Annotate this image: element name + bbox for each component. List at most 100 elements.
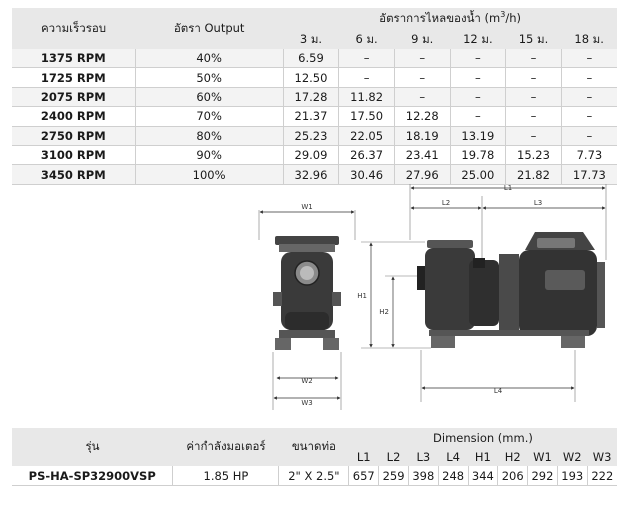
flow-cell: 23.41 bbox=[394, 145, 451, 166]
speed-cell: 2075 RPM bbox=[12, 87, 136, 108]
header-head-6m: 6 ม. bbox=[338, 30, 395, 49]
flow-cell: – bbox=[450, 87, 507, 108]
table-row: 2075 RPM 60% 17.28 11.82 – – – – bbox=[12, 87, 617, 108]
output-cell: 90% bbox=[135, 145, 284, 166]
flow-cell: 19.78 bbox=[450, 145, 507, 166]
flow-cell: – bbox=[394, 67, 451, 88]
table-row: 2750 RPM 80% 25.23 22.05 18.19 13.19 – – bbox=[12, 126, 617, 146]
flow-cell: – bbox=[505, 126, 562, 146]
flow-cell: – bbox=[505, 49, 562, 69]
flow-cell: – bbox=[394, 87, 451, 108]
header-l1: L1 bbox=[348, 447, 379, 466]
flow-cell: – bbox=[450, 67, 507, 88]
flow-cell: 11.82 bbox=[338, 87, 395, 108]
pump-dimension-drawing: W1 W2 W3 L1 L2 L3 L4 H1 H2 bbox=[258, 184, 607, 410]
flow-cell: – bbox=[561, 87, 617, 108]
header-w1: W1 bbox=[527, 447, 558, 466]
dimension-h2: H2 bbox=[379, 275, 417, 348]
table-row: 3450 RPM 100% 32.96 30.46 27.96 25.00 21… bbox=[12, 164, 617, 185]
dimension-w3: W3 bbox=[272, 352, 342, 410]
flow-cell: 7.73 bbox=[561, 145, 617, 166]
header-h2: H2 bbox=[497, 447, 528, 466]
header-head-9m: 9 ม. bbox=[394, 30, 451, 49]
table-row: PS-HA-SP32900VSP 1.85 HP 2" X 2.5" 657 2… bbox=[12, 466, 617, 486]
dimension-l1: L1 bbox=[409, 184, 607, 260]
dimension-l3: L3 bbox=[482, 199, 606, 210]
dim-cell: 344 bbox=[468, 466, 499, 486]
dim-cell: 222 bbox=[587, 466, 617, 486]
motor-cell: 1.85 HP bbox=[172, 466, 280, 486]
output-cell: 40% bbox=[135, 49, 284, 69]
svg-text:H2: H2 bbox=[379, 308, 389, 316]
dimension-w1: W1 bbox=[258, 203, 356, 240]
speed-cell: 1725 RPM bbox=[12, 67, 136, 88]
table-row: 3100 RPM 90% 29.09 26.37 23.41 19.78 15.… bbox=[12, 145, 617, 166]
flow-cell: – bbox=[561, 49, 617, 69]
speed-cell: 3450 RPM bbox=[12, 164, 136, 185]
flow-cell: 12.50 bbox=[283, 67, 340, 88]
speed-cell: 2750 RPM bbox=[12, 126, 136, 146]
flow-cell: – bbox=[505, 87, 562, 108]
flow-cell: 32.96 bbox=[283, 164, 340, 185]
dim-cell: 292 bbox=[527, 466, 558, 486]
flow-rate-table: ความเร็วรอบ อัตรา Output อัตราการไหลของน… bbox=[12, 8, 617, 185]
flow-cell: – bbox=[338, 49, 395, 69]
svg-text:L1: L1 bbox=[504, 184, 512, 192]
flow-cell: 6.59 bbox=[283, 49, 340, 69]
flow-cell: – bbox=[338, 67, 395, 88]
spec-table: รุ่น ค่ากำลังมอเตอร์ ขนาดท่อ Dimension (… bbox=[12, 428, 617, 486]
header-head-12m: 12 ม. bbox=[450, 30, 506, 49]
output-cell: 100% bbox=[135, 164, 284, 185]
flow-cell: 17.73 bbox=[561, 164, 617, 185]
speed-cell: 3100 RPM bbox=[12, 145, 136, 166]
output-cell: 70% bbox=[135, 106, 284, 127]
dimension-l4: L4 bbox=[420, 350, 576, 402]
flow-cell: 25.00 bbox=[450, 164, 507, 185]
svg-text:L2: L2 bbox=[442, 199, 450, 207]
svg-text:H1: H1 bbox=[357, 292, 367, 300]
header-w3: W3 bbox=[587, 447, 617, 466]
flow-cell: 12.28 bbox=[394, 106, 451, 127]
dimension-l2: L2 bbox=[410, 196, 483, 258]
table-row: 2400 RPM 70% 21.37 17.50 12.28 – – – bbox=[12, 106, 617, 127]
header-pipe: ขนาดท่อ bbox=[278, 428, 349, 466]
header-model: รุ่น bbox=[12, 428, 173, 466]
svg-text:L3: L3 bbox=[534, 199, 542, 207]
model-cell: PS-HA-SP32900VSP bbox=[12, 466, 174, 486]
output-cell: 50% bbox=[135, 67, 284, 88]
table-row: 1375 RPM 40% 6.59 – – – – – bbox=[12, 49, 617, 69]
flow-cell: 21.82 bbox=[505, 164, 562, 185]
header-w2: W2 bbox=[557, 447, 588, 466]
flow-cell: 26.37 bbox=[338, 145, 395, 166]
header-l4: L4 bbox=[438, 447, 468, 466]
flow-cell: – bbox=[450, 106, 507, 127]
pipe-cell: 2" X 2.5" bbox=[278, 466, 350, 486]
header-dimension: Dimension (mm.) bbox=[348, 428, 617, 447]
dim-cell: 193 bbox=[557, 466, 588, 486]
flow-cell: 18.19 bbox=[394, 126, 451, 146]
header-head-3m: 3 ม. bbox=[283, 30, 339, 49]
flow-cell: 17.50 bbox=[338, 106, 395, 127]
flow-cell: – bbox=[561, 126, 617, 146]
flow-cell: – bbox=[450, 49, 507, 69]
header-h1: H1 bbox=[468, 447, 498, 466]
dim-cell: 248 bbox=[438, 466, 469, 486]
table-row: 1725 RPM 50% 12.50 – – – – – bbox=[12, 67, 617, 88]
header-flow-rate: อัตราการไหลของน้ำ (m3/h) bbox=[283, 8, 617, 30]
flow-cell: 17.28 bbox=[283, 87, 340, 108]
flow-cell: – bbox=[394, 49, 451, 69]
flow-cell: 30.46 bbox=[338, 164, 395, 185]
output-cell: 80% bbox=[135, 126, 284, 146]
flow-cell: 21.37 bbox=[283, 106, 340, 127]
flow-cell: 13.19 bbox=[450, 126, 507, 146]
header-head-18m: 18 ม. bbox=[561, 30, 617, 49]
flow-cell: 25.23 bbox=[283, 126, 340, 146]
dim-cell: 259 bbox=[378, 466, 409, 486]
svg-text:W2: W2 bbox=[301, 377, 312, 385]
flow-cell: – bbox=[561, 106, 617, 127]
flow-cell: – bbox=[505, 106, 562, 127]
svg-text:L4: L4 bbox=[494, 387, 503, 395]
output-cell: 60% bbox=[135, 87, 284, 108]
speed-cell: 2400 RPM bbox=[12, 106, 136, 127]
header-output: อัตรา Output bbox=[135, 8, 284, 49]
